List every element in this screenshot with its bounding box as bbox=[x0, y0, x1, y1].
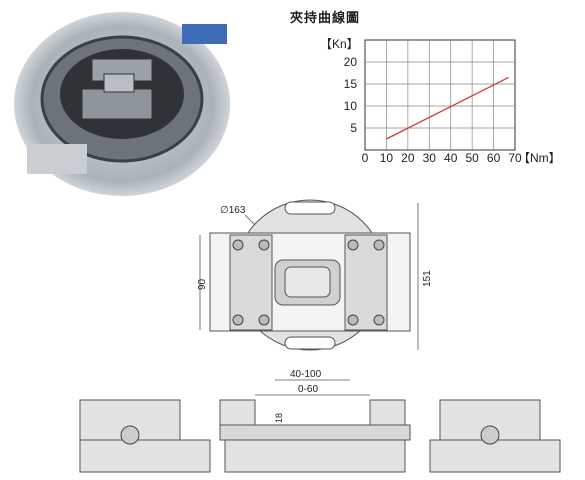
y-tick-label: 20 bbox=[344, 55, 358, 69]
jaw-height-label: 18 bbox=[274, 413, 284, 423]
chart-grid bbox=[364, 39, 516, 151]
chart-series bbox=[386, 76, 509, 140]
x-axis-unit-label: 【Nm】 bbox=[518, 151, 561, 165]
series-line bbox=[386, 76, 509, 140]
x-tick-label: 40 bbox=[444, 151, 458, 165]
y-axis-ticks: 5 10 15 20 bbox=[344, 55, 358, 135]
product-photo bbox=[12, 4, 232, 199]
clamping-force-chart: 【Kn】 5 10 15 20 0 10 20 30 40 50 60 70 【Nm】 bbox=[320, 37, 561, 165]
x-tick-label: 20 bbox=[401, 151, 415, 165]
x-tick-label: 10 bbox=[380, 151, 394, 165]
side-views-drawing: 40-100 0-60 18 bbox=[79, 369, 561, 473]
x-tick-label: 0 bbox=[362, 151, 369, 165]
width-label: 90 bbox=[197, 278, 208, 290]
x-tick-label: 70 bbox=[508, 151, 522, 165]
y-tick-label: 10 bbox=[344, 99, 358, 113]
x-tick-label: 50 bbox=[465, 151, 479, 165]
chart-title: 夾持曲線圖 bbox=[290, 10, 361, 25]
x-tick-label: 30 bbox=[423, 151, 437, 165]
x-tick-label: 60 bbox=[487, 151, 501, 165]
height-label: 151 bbox=[422, 270, 433, 287]
y-axis-unit-label: 【Kn】 bbox=[320, 37, 359, 51]
x-axis-ticks: 0 10 20 30 40 50 60 70 bbox=[362, 151, 522, 165]
diameter-label: ∅163 bbox=[220, 205, 246, 216]
top-view-drawing: ∅163 151 90 bbox=[197, 199, 433, 351]
open-range-inner-label: 0-60 bbox=[298, 384, 318, 395]
y-tick-label: 15 bbox=[344, 77, 358, 91]
y-tick-label: 5 bbox=[350, 121, 357, 135]
plot-area-border bbox=[364, 39, 516, 151]
open-range-outer-label: 40-100 bbox=[290, 369, 322, 380]
